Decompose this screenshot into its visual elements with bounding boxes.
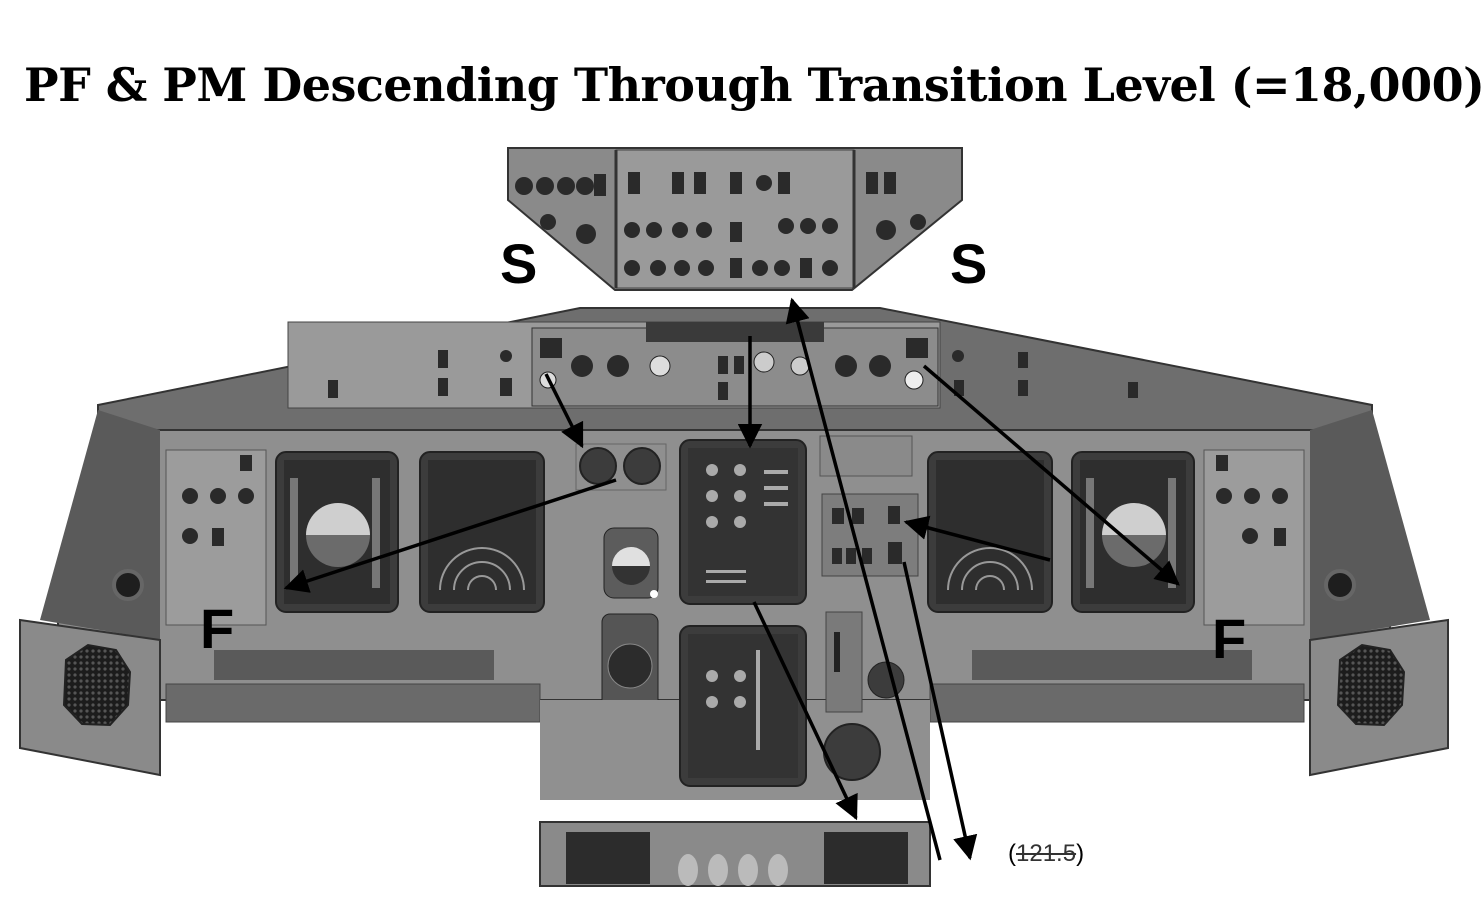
struck-frequency: 121.5 — [1016, 840, 1077, 867]
label-f-right: F — [1212, 607, 1246, 670]
arrow-eicas-to-radio — [752, 601, 858, 821]
arrow-nd-to-annunciator — [903, 515, 1051, 562]
arrow-mcp-to-standby — [544, 373, 584, 449]
cockpit-panel-diagram: S S F F — [19, 147, 1449, 887]
note-open-paren: ( — [1008, 840, 1016, 867]
label-s-left: S — [500, 232, 537, 295]
overhead-panel — [507, 147, 963, 291]
arrow-standby-to-left-pfd — [283, 478, 617, 593]
page-title: PF & PM Descending Through Transition Le… — [24, 58, 1484, 112]
frequency-note: (121.5) — [1008, 840, 1084, 868]
glareshield — [97, 307, 1373, 431]
scan-flow-arrows — [283, 297, 1180, 861]
label-f-left: F — [200, 597, 234, 660]
label-s-right: S — [950, 232, 987, 295]
arrow-mcp-to-right-pfd — [922, 364, 1180, 586]
note-close-paren: ) — [1076, 840, 1085, 867]
arrow-to-overhead — [785, 297, 942, 861]
arrow-to-frequency — [902, 561, 978, 861]
